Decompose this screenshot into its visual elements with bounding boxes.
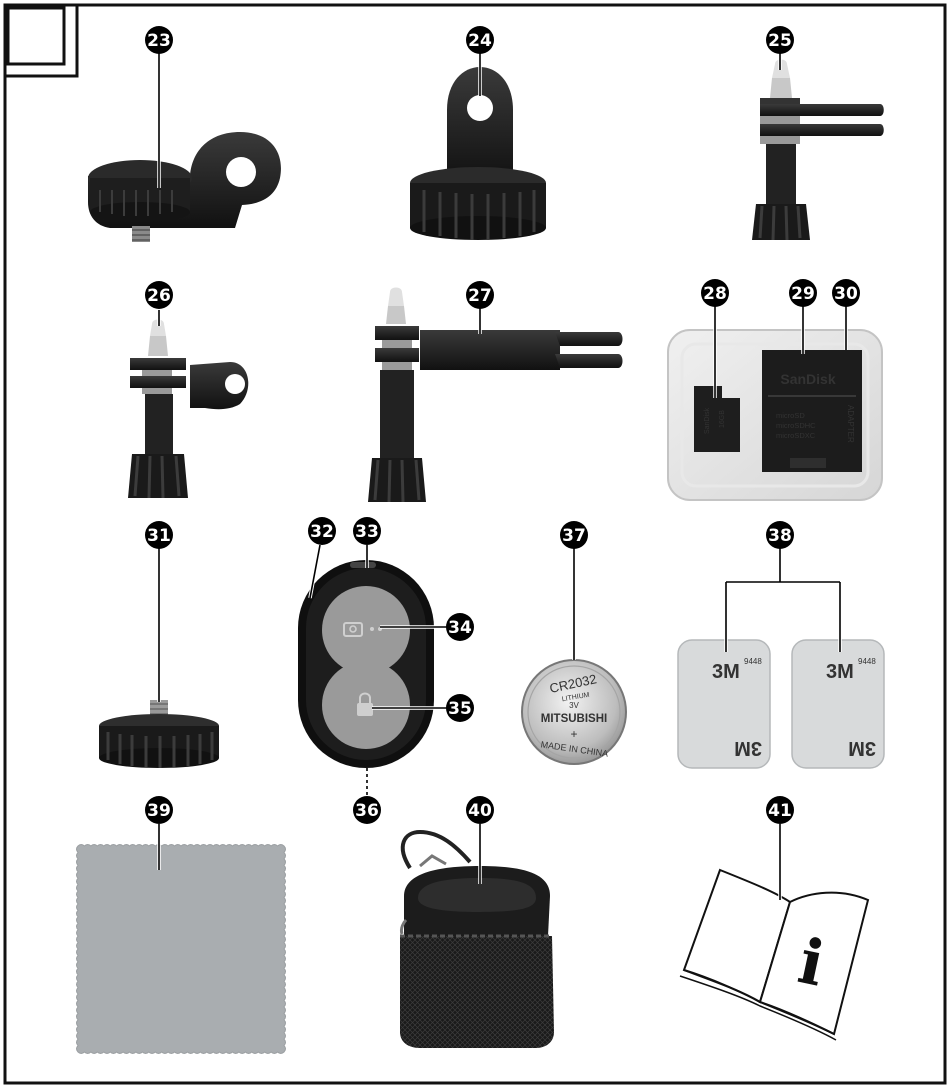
part-38-adhesive-pads: 3M 9448 3M 3M 9448 3M	[678, 548, 884, 768]
callout-39: 39	[145, 796, 173, 824]
svg-text:34: 34	[448, 618, 472, 638]
svg-text:41: 41	[768, 801, 792, 821]
callout-33: 33	[353, 517, 381, 545]
part-28-30-memory-card-set: SanDisk 16GB SanDisk microSD microSDHC m…	[668, 306, 882, 500]
callout-32: 32	[308, 517, 336, 545]
part-26-pivot-ring	[128, 310, 248, 498]
callout-27: 27	[466, 281, 494, 309]
sd-format-2: microSDHC	[776, 421, 816, 430]
pad-2-brand: 3M	[826, 661, 854, 683]
battery-volt-text: 3V	[569, 701, 579, 710]
microsd-brand-text: SanDisk	[704, 407, 711, 434]
pad-1-code: 9448	[744, 657, 762, 666]
svg-text:37: 37	[562, 526, 586, 546]
part-27-extension-arm	[368, 288, 623, 503]
part-40-carry-pouch	[400, 824, 554, 1048]
callout-31: 31	[145, 521, 173, 549]
pad-2-brand-inverted: 3M	[848, 737, 876, 759]
callout-38: 38	[766, 521, 794, 549]
svg-text:39: 39	[147, 801, 171, 821]
callout-30: 30	[832, 279, 860, 307]
part-23-offset-adapter	[88, 52, 281, 242]
callout-41: 41	[766, 796, 794, 824]
callout-26: 26	[145, 281, 173, 309]
svg-text:32: 32	[310, 522, 334, 542]
svg-text:30: 30	[834, 284, 858, 304]
callout-37: 37	[560, 521, 588, 549]
callout-24: 24	[466, 26, 494, 54]
svg-text:24: 24	[468, 31, 492, 51]
battery-brand-text: MITSUBISHI	[541, 713, 607, 725]
part-24-tab-mount	[410, 52, 546, 240]
svg-text:27: 27	[468, 286, 492, 306]
svg-text:40: 40	[468, 801, 492, 821]
part-31-screw-adapter	[99, 548, 219, 768]
svg-text:38: 38	[768, 526, 792, 546]
sd-format-3: microSDXC	[776, 431, 816, 440]
callout-23: 23	[145, 26, 173, 54]
svg-text:25: 25	[768, 31, 792, 51]
sd-format-1: microSD	[776, 411, 805, 420]
pad-1-brand-inverted: 3M	[734, 737, 762, 759]
part-37-coin-battery: CR2032 LITHIUM 3V MITSUBISHI + MADE IN C…	[522, 548, 626, 764]
sd-adapter-brand: SanDisk	[780, 371, 835, 387]
svg-text:35: 35	[448, 699, 472, 719]
callout-29: 29	[789, 279, 817, 307]
callout-40: 40	[466, 796, 494, 824]
part-25-pivot-arm	[752, 52, 884, 240]
callout-28: 28	[701, 279, 729, 307]
part-41-instruction-manual: i	[680, 824, 868, 1040]
svg-text:33: 33	[355, 522, 379, 542]
callout-34: 34	[446, 613, 474, 641]
svg-text:29: 29	[791, 284, 815, 304]
callout-25: 25	[766, 26, 794, 54]
svg-text:28: 28	[703, 284, 727, 304]
part-39-cleaning-cloth	[77, 824, 286, 1054]
svg-text:26: 26	[147, 286, 171, 306]
battery-plus-text: +	[570, 727, 577, 741]
figure-number-box	[8, 8, 64, 64]
svg-text:23: 23	[147, 31, 171, 51]
pad-1-brand: 3M	[712, 661, 740, 683]
sd-adapter-text: ADAPTER	[846, 405, 855, 443]
part-32-36-remote-control	[298, 545, 452, 796]
microsd-capacity-text: 16GB	[719, 410, 726, 428]
callout-35: 35	[446, 694, 474, 722]
callout-36: 36	[353, 796, 381, 824]
pad-2-code: 9448	[858, 657, 876, 666]
svg-text:36: 36	[355, 801, 379, 821]
svg-text:31: 31	[147, 526, 171, 546]
